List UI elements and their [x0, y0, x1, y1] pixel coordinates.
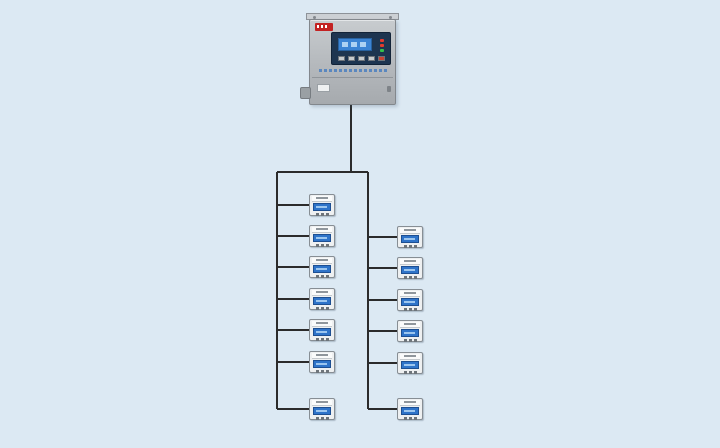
label-strip — [319, 69, 387, 72]
sensor-terminals — [313, 243, 331, 247]
sensor-node-left-3 — [309, 256, 335, 278]
sensor-terminals — [313, 369, 331, 373]
sensor-node-right-5 — [397, 352, 423, 374]
sensor-node-left-5 — [309, 319, 335, 341]
sensor-terminals — [313, 212, 331, 216]
sensor-terminals — [401, 416, 419, 420]
sensor-label-strip — [400, 354, 420, 360]
sensor-display — [401, 361, 419, 369]
panel-button-red — [378, 56, 385, 61]
sensor-terminals — [313, 306, 331, 310]
panel-button — [368, 56, 375, 61]
sensor-node-right-3 — [397, 289, 423, 311]
sensor-label-strip — [400, 400, 420, 406]
panel-button — [358, 56, 365, 61]
sensor-node-left-2 — [309, 225, 335, 247]
lcd-screen — [338, 38, 372, 51]
rating-sticker — [317, 84, 330, 92]
sensor-display — [313, 265, 331, 273]
sensor-label-strip — [312, 227, 332, 233]
sensor-display — [313, 407, 331, 415]
sensor-node-right-1 — [397, 226, 423, 248]
sensor-label-strip — [312, 196, 332, 202]
sensor-node-left-4 — [309, 288, 335, 310]
sensor-terminals — [313, 337, 331, 341]
sensor-display — [313, 203, 331, 211]
sensor-node-left-7 — [309, 398, 335, 420]
hinge-icon — [387, 86, 391, 92]
door-seam — [312, 77, 393, 78]
screw-icon — [389, 16, 392, 19]
sensor-terminals — [313, 416, 331, 420]
lcd-segment — [360, 42, 366, 47]
sensor-display — [401, 298, 419, 306]
power-led-icon — [380, 49, 384, 52]
sensor-label-strip — [400, 291, 420, 297]
bus-wire-path — [276, 100, 397, 410]
sensor-node-right-2 — [397, 257, 423, 279]
sensor-label-strip — [312, 290, 332, 296]
sensor-terminals — [401, 275, 419, 279]
screw-icon — [313, 16, 316, 19]
sensor-display — [401, 235, 419, 243]
cable-gland-icon — [300, 87, 311, 99]
sensor-display — [313, 234, 331, 242]
sensor-display — [313, 360, 331, 368]
sensor-label-strip — [312, 258, 332, 264]
sensor-node-left-6 — [309, 351, 335, 373]
sensor-label-strip — [312, 321, 332, 327]
sensor-node-left-1 — [309, 194, 335, 216]
sensor-terminals — [313, 274, 331, 278]
lcd-segment — [351, 42, 357, 47]
sensor-label-strip — [312, 400, 332, 406]
lcd-segment — [342, 42, 348, 47]
sensor-label-strip — [400, 228, 420, 234]
sensor-display — [401, 329, 419, 337]
sensor-terminals — [401, 244, 419, 248]
sensor-label-strip — [400, 322, 420, 328]
alarm-led-icon — [380, 39, 384, 42]
panel-button — [348, 56, 355, 61]
controller-cabinet — [300, 13, 399, 105]
sensor-display — [313, 328, 331, 336]
cabinet-body — [309, 19, 396, 105]
sensor-terminals — [401, 370, 419, 374]
sensor-display — [313, 297, 331, 305]
sensor-display — [401, 266, 419, 274]
sensor-label-strip — [400, 259, 420, 265]
sensor-display — [401, 407, 419, 415]
brand-logo-icon — [315, 23, 333, 31]
panel-button — [338, 56, 345, 61]
sensor-node-right-6 — [397, 398, 423, 420]
display-panel — [331, 32, 391, 65]
sensor-terminals — [401, 307, 419, 311]
sensor-terminals — [401, 338, 419, 342]
sensor-label-strip — [312, 353, 332, 359]
panel-buttons — [338, 56, 385, 61]
fault-led-icon — [380, 44, 384, 47]
sensor-node-right-4 — [397, 320, 423, 342]
